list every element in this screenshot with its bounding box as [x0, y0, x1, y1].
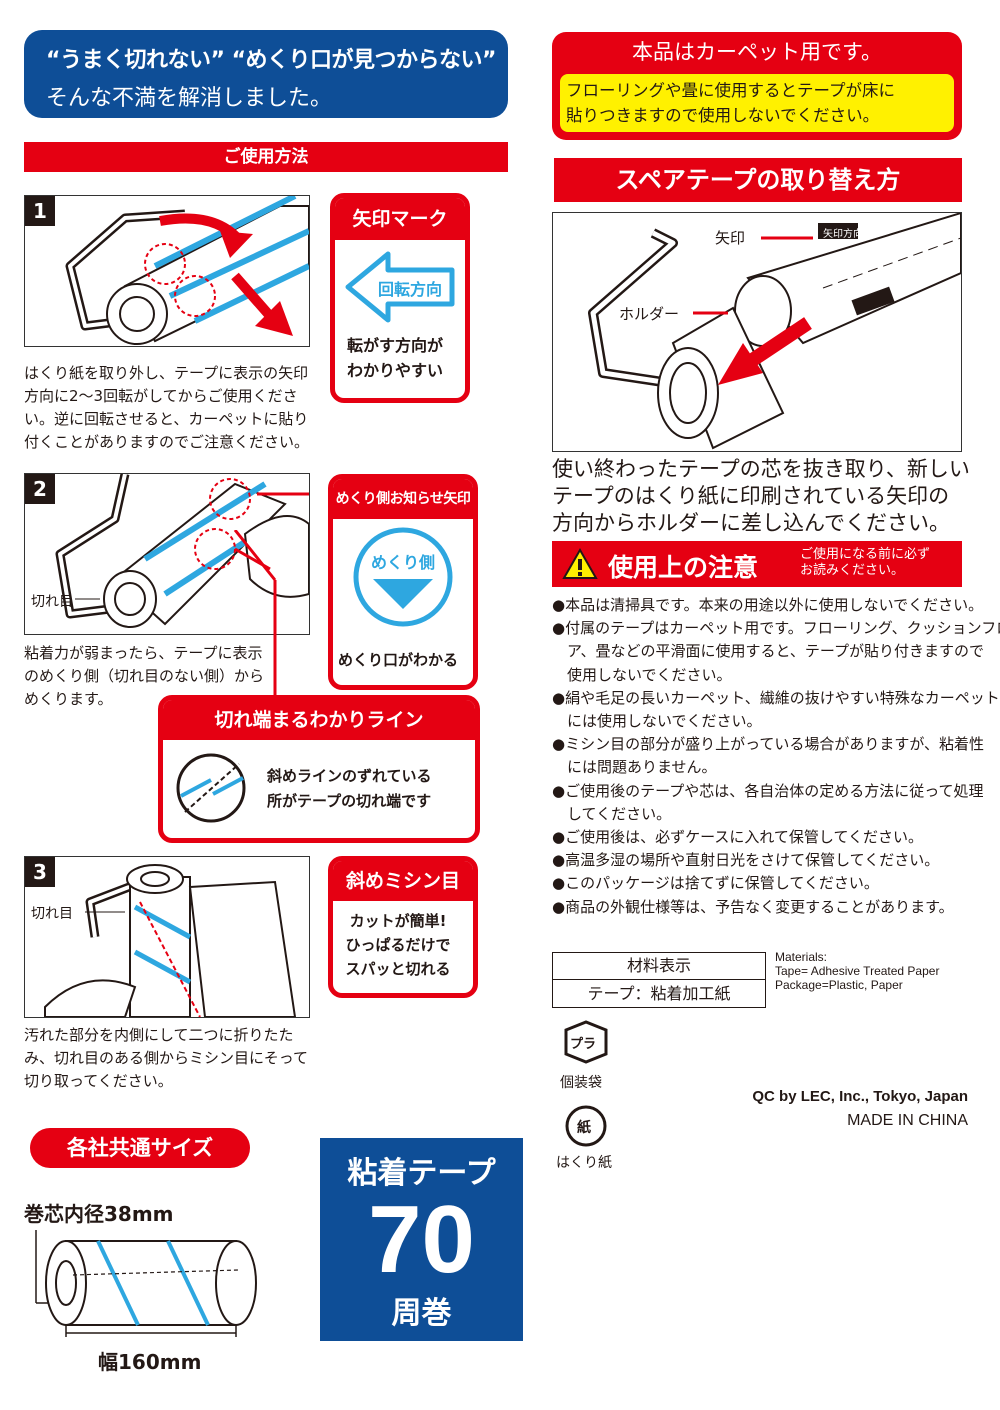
- step2-cut-label: 切れ目: [31, 594, 73, 610]
- rotation-arrow-icon: [345, 251, 455, 323]
- made-in-label: MADE IN CHINA: [847, 1112, 968, 1129]
- caution-header: 使用上の注意 ご使用になる前に必ず お読みください。: [552, 541, 962, 587]
- step3-description: 汚れた部分を内側にして二つに折りたた み、切れ目のある側からミシン目にそって 切…: [24, 1026, 308, 1090]
- connector-line-icon: [233, 530, 277, 705]
- caution-item: ●ご使用後は、必ずケースに入れて保管してください。: [552, 828, 923, 847]
- step3-number: 3: [25, 857, 55, 887]
- paper-recycle-label: はくり紙: [556, 1155, 612, 1171]
- caution-item: ●高温多湿の場所や直射日光をさけて保管してください。: [552, 851, 940, 870]
- width-label: 幅160mm: [98, 1350, 202, 1374]
- inner-diameter-label: 巻芯内径38mm: [24, 1202, 174, 1226]
- common-size-badge: 各社共通サイズ: [30, 1128, 250, 1168]
- carpet-notice-body: フローリングや畳に使用するとテープが床に 貼りつきますので使用しないでください。: [566, 81, 896, 125]
- caution-item: ●ミシン目の部分が盛り上がっている場合がありますが、粘着性: [552, 735, 985, 754]
- callout-arrow-mark-text: 転がす方向が わかりやすい: [346, 336, 443, 380]
- step2-number: 2: [25, 474, 55, 504]
- spare-description: 使い終わったテープの芯を抜き取り、新しい テープのはくり紙に印刷されている矢印の…: [552, 457, 970, 535]
- materials-header: 材料表示: [553, 953, 765, 980]
- callout-perforation: 斜めミシン目 カットが簡単! ひっぱるだけで スパッと切れる: [328, 856, 478, 998]
- paper-recycle-icon: 紙: [562, 1104, 610, 1148]
- tape-arrow-print: 矢印方向: [823, 229, 863, 240]
- diagonal-line-icon: [176, 753, 246, 823]
- roller-step2-icon: [55, 474, 309, 628]
- spare-tape-title: スペアテープの取り替え方: [554, 158, 962, 202]
- tape-badge-line1: 粘着テープ: [347, 1156, 496, 1191]
- caution-item: ●このパッケージは捨てずに保管してください。: [552, 874, 879, 893]
- holder-insert-icon: [588, 213, 961, 450]
- tape-badge-number: 70: [368, 1186, 475, 1293]
- caution-item: ●付属のテープはカーペット用です。フローリング、クッションフロ: [552, 619, 1000, 638]
- rotation-direction-label: 回転方向: [377, 280, 442, 299]
- callout-peel-side-arrow: めくり側お知らせ矢印 めくり側 めくり口がわかる: [328, 474, 478, 690]
- tape-roll-icon: [35, 1230, 257, 1337]
- warning-icon: [562, 548, 598, 579]
- caution-title: 使用上の注意: [608, 553, 759, 582]
- roller-step3-icon: [44, 864, 297, 1017]
- caution-item: ●商品の外観仕様等は、予告なく変更することがあります。: [552, 897, 954, 916]
- spare-arrow-label: 矢印: [715, 229, 746, 247]
- callout-arrow-mark-title: 矢印マーク: [335, 198, 465, 240]
- callout-peel-side-title: めくり側お知らせ矢印: [333, 479, 473, 519]
- step1-number: 1: [25, 196, 55, 226]
- plastic-recycle-label: 個装袋: [560, 1075, 602, 1091]
- carpet-notice: 本品はカーペット用です。 フローリングや畳に使用するとテープが床に 貼りつきます…: [552, 32, 962, 140]
- caution-item: ●ご使用後のテープや芯は、各自治体の定める方法に従って処理: [552, 781, 984, 800]
- intro-line-2: そんな不満を解消しました。: [46, 86, 333, 111]
- callout-cut-end-title: 切れ端まるわかりライン: [163, 700, 475, 740]
- caution-list: ●本品は清掃具です。本来の用途以外に使用しないでください。 ●付属のテープはカー…: [552, 594, 1000, 919]
- callout-cut-end-text: 斜めラインのずれている 所がテープの切れ端です: [267, 767, 432, 810]
- step2-illustration: 2 切れ目: [24, 473, 310, 635]
- roller-step1-icon: [65, 196, 309, 345]
- caution-item: ●絹や毛足の長いカーペット、繊維の抜けやすい特殊なカーペット: [552, 688, 1000, 707]
- callout-arrow-mark: 矢印マーク 回転方向 転がす方向が わかりやすい: [330, 193, 470, 413]
- qc-credit: QC by LEC, Inc., Tokyo, Japan: [752, 1088, 968, 1105]
- carpet-notice-title: 本品はカーペット用です。: [632, 40, 882, 64]
- materials-english: Materials: Tape= Adhesive Treated Paper …: [775, 950, 940, 992]
- peel-side-label: めくり側: [370, 553, 435, 572]
- step1-description: はくり紙を取り外し、テープに表示の矢印 方向に2〜3回転がしてからご使用くださ …: [24, 364, 310, 451]
- caution-subtitle: ご使用になる前に必ず お読みください。: [800, 547, 931, 578]
- callout-perforation-text: カットが簡単! ひっぱるだけで スパッと切れる: [345, 912, 451, 978]
- step3-cut-label: 切れ目: [31, 906, 73, 922]
- materials-row: テープ：粘着加工紙: [587, 984, 731, 1003]
- peel-side-text: めくり口がわかる: [337, 651, 458, 669]
- step3-illustration: 3 切れ目: [24, 856, 310, 1018]
- tape-badge-line3: 周巻: [391, 1296, 452, 1331]
- plastic-recycle-icon: プラ: [560, 1020, 612, 1064]
- intro-banner: “うまく切れない” “めくり口が見つからない” そんな不満を解消しました。: [24, 30, 508, 118]
- callout-perforation-title: 斜めミシン目: [333, 861, 473, 901]
- holder-label: ホルダー: [619, 305, 680, 323]
- materials-table: 材料表示 テープ：粘着加工紙: [552, 952, 766, 1008]
- usage-title: ご使用方法: [24, 142, 508, 172]
- caution-item: ●本品は清掃具です。本来の用途以外に使用しないでください。: [552, 596, 984, 614]
- step1-illustration: 1: [24, 195, 310, 347]
- peel-side-arrow-icon: [353, 527, 453, 627]
- intro-line-1: “うまく切れない” “めくり口が見つからない”: [46, 48, 497, 73]
- spare-tape-illustration: 矢印 ホルダー 矢印方向: [552, 212, 962, 452]
- tape-length-badge: 粘着テープ 70 周巻: [320, 1138, 523, 1341]
- step2-description: 粘着力が弱まったら、テープに表示 のめくり側（切れ目のない側）から めくります。: [24, 644, 265, 708]
- callout-cut-end-line: 切れ端まるわかりライン 斜めラインのずれている 所がテープの切れ端です: [158, 695, 480, 843]
